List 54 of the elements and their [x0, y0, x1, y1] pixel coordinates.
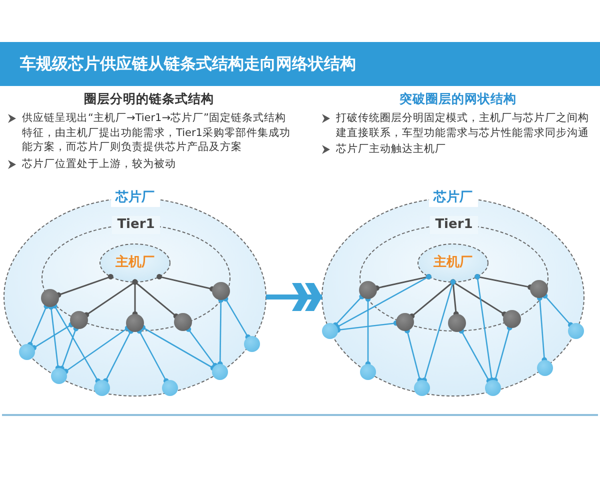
connector-line [156, 274, 215, 292]
node-circle [51, 368, 67, 384]
connector-line [365, 296, 371, 367]
connector-line [458, 328, 492, 384]
dashed-ellipse [3, 188, 267, 397]
connector-line [48, 304, 61, 371]
connector-line [52, 303, 101, 384]
connector-line [542, 293, 574, 328]
node-label: Tier1 [430, 216, 478, 234]
bullet-text: 供应链呈现出“主机厂→Tier1→芯片厂”固定链条式结构特征，由主机厂提出功能需求，Tier1采购零部件集成功能方案，而芯片厂则负责提供芯片产品及方案 [22, 111, 292, 154]
connector-line [537, 295, 548, 363]
node-label: 主机厂 [434, 254, 472, 272]
connector-line [136, 328, 169, 384]
connector-line [222, 296, 251, 340]
node-circle [19, 344, 35, 360]
connector-line [31, 322, 74, 350]
dashed-ellipse [359, 215, 549, 332]
connector-line [140, 324, 216, 371]
node-label: 主机厂 [116, 254, 154, 272]
node-label: 芯片厂 [110, 189, 160, 207]
bullet-text: 打破传统圈层分明固定模式，主机厂与芯片厂之间构建直接联系，车型功能需求与芯片性能需求同步沟通 [336, 111, 590, 140]
node-circle [212, 364, 228, 380]
connector-line [27, 304, 50, 348]
connector-line [56, 274, 114, 298]
connector-line [62, 325, 130, 374]
node-circle [485, 380, 501, 396]
dashed-ellipse [41, 215, 231, 332]
connector-line [102, 328, 134, 384]
bullet-text: 芯片厂主动触达主机厂 [336, 142, 446, 156]
dashed-ellipse [417, 243, 489, 283]
node-circle [537, 360, 553, 376]
section-heading: 圈层分明的链条式结构 [84, 91, 214, 106]
node-circle [322, 323, 338, 339]
connector-line [217, 297, 224, 367]
dashed-ellipse [321, 188, 585, 397]
connector-line [492, 325, 512, 383]
connector-line [422, 279, 456, 383]
node-circle [360, 364, 376, 380]
connector-line [132, 279, 179, 319]
connector-line [374, 274, 432, 291]
connector-line [404, 328, 423, 383]
connector-line [474, 274, 495, 383]
page-title: 车规级芯片供应链从链条式结构走向网络状结构 [20, 54, 356, 74]
section-heading: 突破圈层的网状结构 [400, 91, 516, 106]
bullet-text: 芯片厂位置处于上游，较为被动 [22, 156, 176, 171]
connector-line [335, 320, 399, 333]
node-circle [244, 336, 260, 352]
connector-line [186, 326, 218, 368]
node-circle [568, 323, 584, 339]
dashed-ellipse [99, 243, 171, 283]
connector-line [59, 326, 79, 372]
node-label: 芯片厂 [428, 189, 478, 207]
connector-line [332, 294, 365, 328]
node-label: Tier1 [112, 216, 160, 234]
